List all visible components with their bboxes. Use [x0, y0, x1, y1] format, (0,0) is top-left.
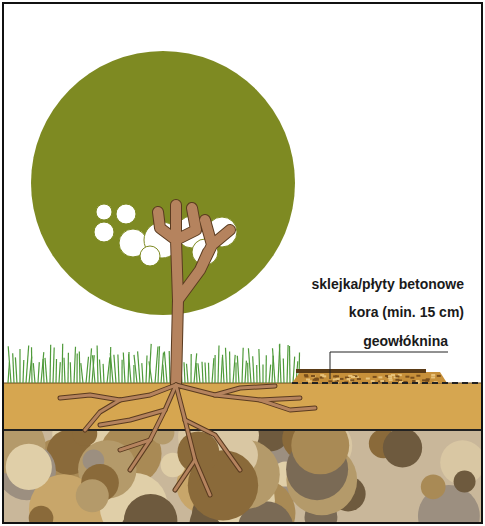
frame	[3, 3, 482, 523]
tree-trunk	[60, 205, 315, 495]
layer-boundary	[4, 429, 481, 431]
topsoil-layer	[4, 383, 481, 430]
leader-line	[330, 352, 448, 379]
callout-label: sklejka/płyty betonowe	[312, 276, 465, 292]
geotextile	[292, 382, 481, 384]
plywood-board	[296, 369, 426, 373]
rock-texture	[4, 431, 481, 522]
callout-label: geowłóknina	[363, 333, 448, 349]
grass	[8, 344, 300, 383]
bark-mulch	[292, 372, 447, 383]
tree-canopy	[31, 51, 295, 315]
callout-label: kora (min. 15 cm)	[349, 304, 464, 320]
